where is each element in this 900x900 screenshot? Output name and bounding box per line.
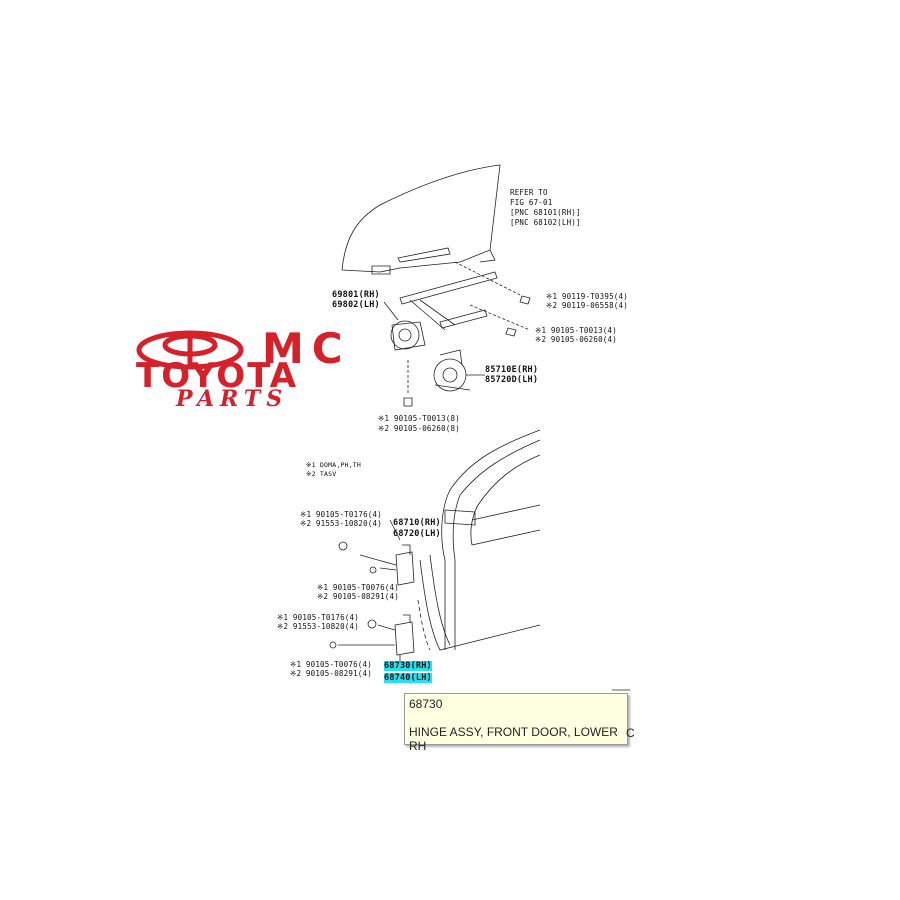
part-label-hinge-bolt-b1[interactable]: ※1 90105-T0076(4) <box>317 583 399 592</box>
part-label-hinge-bolt-c2[interactable]: ※2 91553-10820(4) <box>277 622 359 631</box>
part-label-hinge-bolt-a1[interactable]: ※1 90105-T0176(4) <box>300 510 382 519</box>
regulator-rail <box>399 271 498 305</box>
part-tooltip: 68730 HINGE ASSY, FRONT DOOR, LOWER RH <box>404 693 628 753</box>
part-label-68720[interactable]: 68720(LH) <box>393 529 441 539</box>
part-label-hinge-bolt-c1[interactable]: ※1 90105-T0176(4) <box>277 613 359 622</box>
logo-parts-text: PARTS <box>176 386 289 412</box>
part-label-68710[interactable]: 68710(RH) <box>393 518 441 528</box>
part-label-bolt-b1[interactable]: ※1 90105-T0013(4) <box>535 326 617 335</box>
part-label-bolt-a1[interactable]: ※1 90119-T0395(4) <box>546 292 628 301</box>
tooltip-part-number: 68730 <box>409 697 443 711</box>
part-label-85710[interactable]: 85710E(RH) <box>485 365 539 375</box>
refer-line-3: [PNC 68101(RH)] <box>510 208 581 217</box>
door-glass <box>341 164 501 273</box>
window-motor <box>433 358 467 392</box>
part-label-hinge-bolt-d2[interactable]: ※2 90105-08291(4) <box>290 669 372 678</box>
part-label-69801[interactable]: 69801(RH) <box>332 290 380 300</box>
lower-hinge <box>394 621 415 656</box>
part-label-hinge-bolt-d1[interactable]: ※1 90105-T0076(4) <box>290 660 372 669</box>
tooltip-description: HINGE ASSY, FRONT DOOR, LOWER RH <box>409 725 618 753</box>
refer-line-4: [PNC 68102(LH)] <box>510 218 581 227</box>
part-label-68730[interactable]: 68730(RH) <box>384 661 432 671</box>
part-label-bolt-b2[interactable]: ※2 90105-06260(4) <box>535 335 617 344</box>
part-label-85720[interactable]: 85720D(LH) <box>485 375 539 385</box>
note-1: ※1 DOMA,PH,TH <box>306 461 362 469</box>
logo-mc-text: MC <box>262 324 351 373</box>
logo-toyota-text: TOYOTA <box>136 356 299 396</box>
refer-line-1: REFER TO <box>510 188 548 197</box>
refer-line-2: FIG 67-01 <box>510 198 553 207</box>
upper-hinge <box>395 551 415 586</box>
part-label-69802[interactable]: 69802(LH) <box>332 300 380 310</box>
part-label-bolt-a2[interactable]: ※2 90119-06558(4) <box>546 301 628 310</box>
part-label-hinge-bolt-b2[interactable]: ※2 90105-08291(4) <box>317 592 399 601</box>
part-label-bolt-c2[interactable]: ※2 90105-06260(8) <box>378 424 460 433</box>
tooltip-edge-char: C <box>626 726 635 740</box>
part-label-bolt-c1[interactable]: ※1 90105-T0013(8) <box>378 414 460 423</box>
door-frame <box>441 429 541 650</box>
part-label-68740[interactable]: 68740(LH) <box>384 673 432 683</box>
regulator-gear <box>390 320 420 350</box>
note-2: ※2 TASV <box>306 470 337 478</box>
part-label-hinge-bolt-a2[interactable]: ※2 91553-10820(4) <box>300 519 382 528</box>
